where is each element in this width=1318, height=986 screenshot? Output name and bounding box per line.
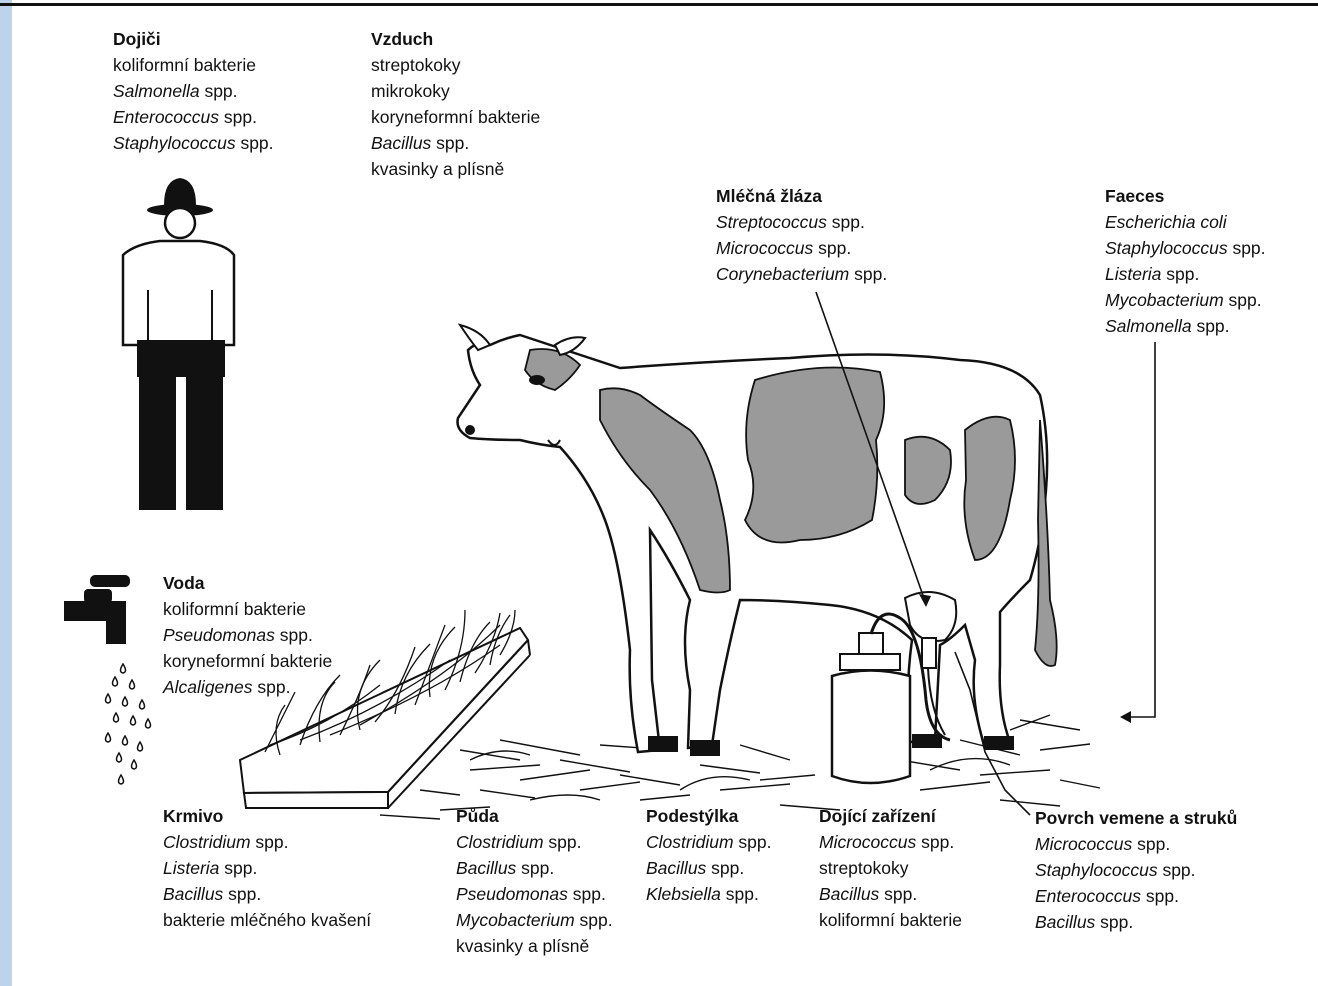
organism-line: Listeria spp. [163, 855, 371, 881]
group-vzduch: Vzduch streptokoky mikrokoky koryneformn… [371, 26, 540, 182]
organism-line: Mycobacterium spp. [456, 907, 613, 933]
group-krmivo: Krmivo Clostridium spp. Listeria spp. Ba… [163, 803, 371, 933]
group-puda: Půda Clostridium spp. Bacillus spp. Pseu… [456, 803, 613, 959]
organism-line: Clostridium spp. [456, 829, 613, 855]
group-dojici-zarizeni: Dojící zařízení Micrococcus spp. strepto… [819, 803, 962, 933]
organism-line: Staphylococcus spp. [113, 130, 274, 156]
organism-line: Micrococcus spp. [1035, 831, 1237, 857]
organism-line: koryneformní bakterie [371, 104, 540, 130]
organism-line: streptokoky [819, 855, 962, 881]
organism-line: kvasinky a plísně [456, 933, 613, 959]
organism-line: Bacillus spp. [819, 881, 962, 907]
organism-line: koliformní bakterie [819, 907, 962, 933]
organism-line: Pseudomonas spp. [456, 881, 613, 907]
organism-line: Corynebacterium spp. [716, 261, 887, 287]
organism-line: Staphylococcus spp. [1035, 857, 1237, 883]
group-voda: Voda koliformní bakterie Pseudomonas spp… [163, 570, 332, 700]
group-povrch-vemene: Povrch vemene a struků Micrococcus spp. … [1035, 805, 1237, 935]
organism-line: koryneformní bakterie [163, 648, 332, 674]
organism-line: Bacillus spp. [646, 855, 771, 881]
group-title: Dojící zařízení [819, 803, 962, 829]
organism-line: Bacillus spp. [1035, 909, 1237, 935]
milk-can-icon [832, 614, 950, 783]
organism-line: Bacillus spp. [371, 130, 540, 156]
organism-line: Micrococcus spp. [819, 829, 962, 855]
organism-line: mikrokoky [371, 78, 540, 104]
leader-line-faeces [1126, 342, 1155, 717]
organism-line: Klebsiella spp. [646, 881, 771, 907]
organism-line: Listeria spp. [1105, 261, 1266, 287]
organism-line: Salmonella spp. [113, 78, 274, 104]
group-podestylka: Podestýlka Clostridium spp. Bacillus spp… [646, 803, 771, 907]
group-title: Povrch vemene a struků [1035, 805, 1237, 831]
group-title: Půda [456, 803, 613, 829]
organism-line: koliformní bakterie [163, 596, 332, 622]
cow-illustration [458, 325, 1057, 756]
water-tap-icon [64, 575, 151, 784]
group-title: Vzduch [371, 26, 540, 52]
organism-line: Pseudomonas spp. [163, 622, 332, 648]
group-title: Faeces [1105, 183, 1266, 209]
organism-line: Streptococcus spp. [716, 209, 887, 235]
arrowhead-faeces [1120, 711, 1131, 723]
organism-line: Alcaligenes spp. [163, 674, 332, 700]
organism-line: Clostridium spp. [646, 829, 771, 855]
group-dojici: Dojiči koliformní bakterie Salmonella sp… [113, 26, 274, 156]
group-title: Krmivo [163, 803, 371, 829]
organism-line: koliformní bakterie [113, 52, 274, 78]
group-faeces: Faeces Escherichia coli Staphylococcus s… [1105, 183, 1266, 339]
organism-line: Enterococcus spp. [1035, 883, 1237, 909]
organism-line: bakterie mléčného kvašení [163, 907, 371, 933]
organism-line: Bacillus spp. [163, 881, 371, 907]
group-title: Podestýlka [646, 803, 771, 829]
organism-line: Enterococcus spp. [113, 104, 274, 130]
organism-line: Micrococcus spp. [716, 235, 887, 261]
organism-line: Mycobacterium spp. [1105, 287, 1266, 313]
milker-figure-icon [123, 178, 234, 510]
organism-line: Salmonella spp. [1105, 313, 1266, 339]
organism-line: streptokoky [371, 52, 540, 78]
group-title: Mléčná žláza [716, 183, 887, 209]
organism-line: Escherichia coli [1105, 209, 1266, 235]
group-mlecna-zlaza: Mléčná žláza Streptococcus spp. Micrococ… [716, 183, 887, 287]
organism-line: Bacillus spp. [456, 855, 613, 881]
organism-line: Clostridium spp. [163, 829, 371, 855]
group-title: Dojiči [113, 26, 274, 52]
group-title: Voda [163, 570, 332, 596]
organism-line: kvasinky a plísně [371, 156, 540, 182]
organism-line: Staphylococcus spp. [1105, 235, 1266, 261]
